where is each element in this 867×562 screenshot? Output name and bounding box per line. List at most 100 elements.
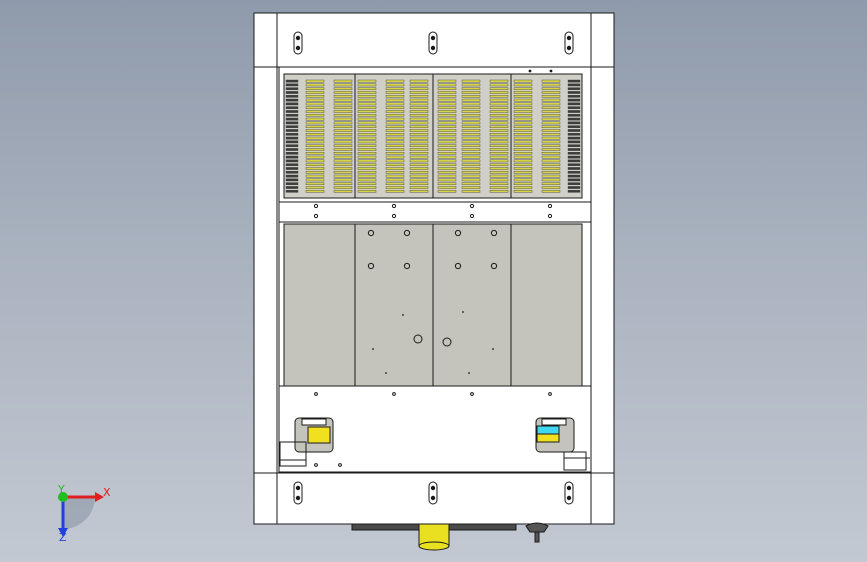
vent-slot (409, 167, 429, 170)
vent-slot (567, 148, 581, 151)
vent-slot (489, 167, 509, 170)
bottom-mount-slot-right (564, 481, 574, 505)
vent-slot (305, 102, 325, 106)
vent-slot (385, 91, 405, 94)
vent-slot (489, 155, 509, 159)
vent-slot (541, 163, 561, 167)
vent-slot (513, 178, 533, 182)
vent-slot (567, 94, 581, 98)
vent-slot (333, 170, 353, 174)
vent-slot (541, 167, 561, 170)
vent-slot (305, 159, 325, 163)
vent-slot (385, 132, 405, 136)
vent-slot (437, 94, 457, 98)
vent-slot (541, 87, 561, 90)
vent-slot (513, 186, 533, 189)
vent-slot (357, 182, 377, 186)
vent-slot (567, 182, 581, 186)
vent-slot (541, 94, 561, 98)
vent-slot (437, 106, 457, 109)
vent-slot (385, 117, 405, 121)
vent-slot (357, 117, 377, 121)
vent-slot (409, 136, 429, 140)
yellow-cylinder (418, 523, 450, 551)
vent-slot (333, 189, 353, 193)
vent-slot (357, 170, 377, 174)
vent-slot (305, 79, 325, 83)
vent-slot (333, 182, 353, 186)
vent-slot (541, 79, 561, 83)
vent-slot (513, 144, 533, 148)
bracket-holes (313, 203, 553, 219)
vent-slot (333, 110, 353, 113)
vent-slot (409, 132, 429, 136)
vent-slot (385, 170, 405, 174)
vent-slot (489, 94, 509, 98)
vent-slot (513, 136, 533, 140)
vent-slot (437, 148, 457, 151)
vent-slot (513, 87, 533, 90)
vent-slot (333, 163, 353, 167)
vent-slot (305, 129, 325, 132)
vent-slot (461, 79, 481, 83)
vent-slot (285, 129, 299, 132)
vent-slot (285, 136, 299, 140)
vent-slot (461, 102, 481, 106)
vent-slot (513, 110, 533, 113)
vent-slot (437, 79, 457, 83)
vent-slot (489, 121, 509, 125)
vent-slot (513, 94, 533, 98)
vent-slot (305, 186, 325, 189)
vent-slot (305, 91, 325, 94)
vent-slot (461, 163, 481, 167)
vent-slot (285, 140, 299, 144)
vent-slot (333, 186, 353, 189)
vent-slot (489, 117, 509, 121)
vent-slot (409, 140, 429, 144)
vent-slot (461, 170, 481, 174)
vent-slot (385, 106, 405, 109)
top-mount-slot-center (428, 31, 438, 55)
vent-slot (567, 83, 581, 87)
vent-slot (409, 91, 429, 94)
vent-slot (541, 113, 561, 117)
bracket-hole (391, 203, 397, 209)
vent-slot (513, 106, 533, 109)
vent-slot (437, 186, 457, 189)
vent-slot (461, 121, 481, 125)
vent-slot (357, 129, 377, 132)
vent-slot (513, 151, 533, 155)
coordinate-triad (58, 492, 104, 537)
bottom-mount-slot-left (293, 481, 303, 505)
vent-slot (461, 182, 481, 186)
vent-slot (489, 83, 509, 87)
vent-slot (333, 79, 353, 83)
vent-slot (513, 117, 533, 121)
vent-slot (357, 102, 377, 106)
vent-slot (357, 159, 377, 163)
vent-slot (385, 110, 405, 113)
vent-slot (567, 170, 581, 174)
vent-slot (409, 151, 429, 155)
vent-slot (333, 102, 353, 106)
vent-slot (489, 163, 509, 167)
connector-right (535, 417, 590, 471)
vent-slot (437, 170, 457, 174)
vent-slot (489, 140, 509, 144)
vent-slot (385, 144, 405, 148)
vent-slot (385, 163, 405, 167)
vent-slot (357, 125, 377, 128)
vent-slot (567, 132, 581, 136)
vent-slot (305, 144, 325, 148)
vent-slot (333, 174, 353, 178)
vent-slot (541, 136, 561, 140)
vent-slot (567, 87, 581, 90)
y-axis-label: Y (58, 483, 65, 496)
vent-slot (333, 113, 353, 117)
vent-slot (333, 87, 353, 90)
vent-slot (567, 121, 581, 125)
bracket-strip (278, 201, 592, 223)
vent-slot (461, 178, 481, 182)
